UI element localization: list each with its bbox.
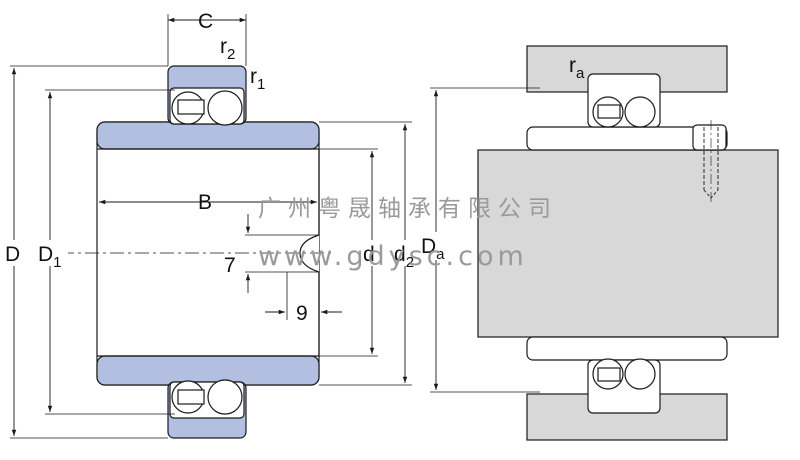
locknut-top bbox=[692, 124, 727, 151]
label-ra: ra bbox=[569, 54, 585, 82]
right-view bbox=[430, 45, 779, 441]
sleeve-bottom-right bbox=[526, 336, 728, 361]
label-7: 7 bbox=[224, 254, 236, 277]
label-r2: r2 bbox=[220, 35, 235, 63]
sleeve-bottom-band bbox=[96, 355, 320, 386]
label-C: C bbox=[198, 10, 213, 33]
label-Da: Da bbox=[421, 235, 445, 263]
bearing-bottom bbox=[167, 379, 247, 439]
label-d: d bbox=[363, 243, 375, 266]
label-d2: d2 bbox=[394, 243, 414, 271]
left-view bbox=[10, 14, 412, 439]
sleeve-top-band bbox=[96, 121, 320, 150]
label-D1: D1 bbox=[38, 243, 62, 271]
label-9: 9 bbox=[296, 302, 308, 325]
bearing-top-right bbox=[587, 73, 661, 128]
bearing-bottom-right bbox=[587, 358, 661, 414]
set-screw bbox=[703, 120, 719, 205]
watermark-company: 广州粤晟轴承有限公司 bbox=[258, 196, 558, 222]
sleeve-slot bbox=[299, 149, 320, 356]
watermark-url: www.gdysc.com bbox=[258, 241, 528, 272]
bearing-top bbox=[167, 65, 247, 126]
label-r1: r1 bbox=[250, 65, 265, 93]
label-D: D bbox=[5, 243, 20, 266]
label-B: B bbox=[198, 191, 212, 214]
extension-lines bbox=[10, 14, 412, 439]
